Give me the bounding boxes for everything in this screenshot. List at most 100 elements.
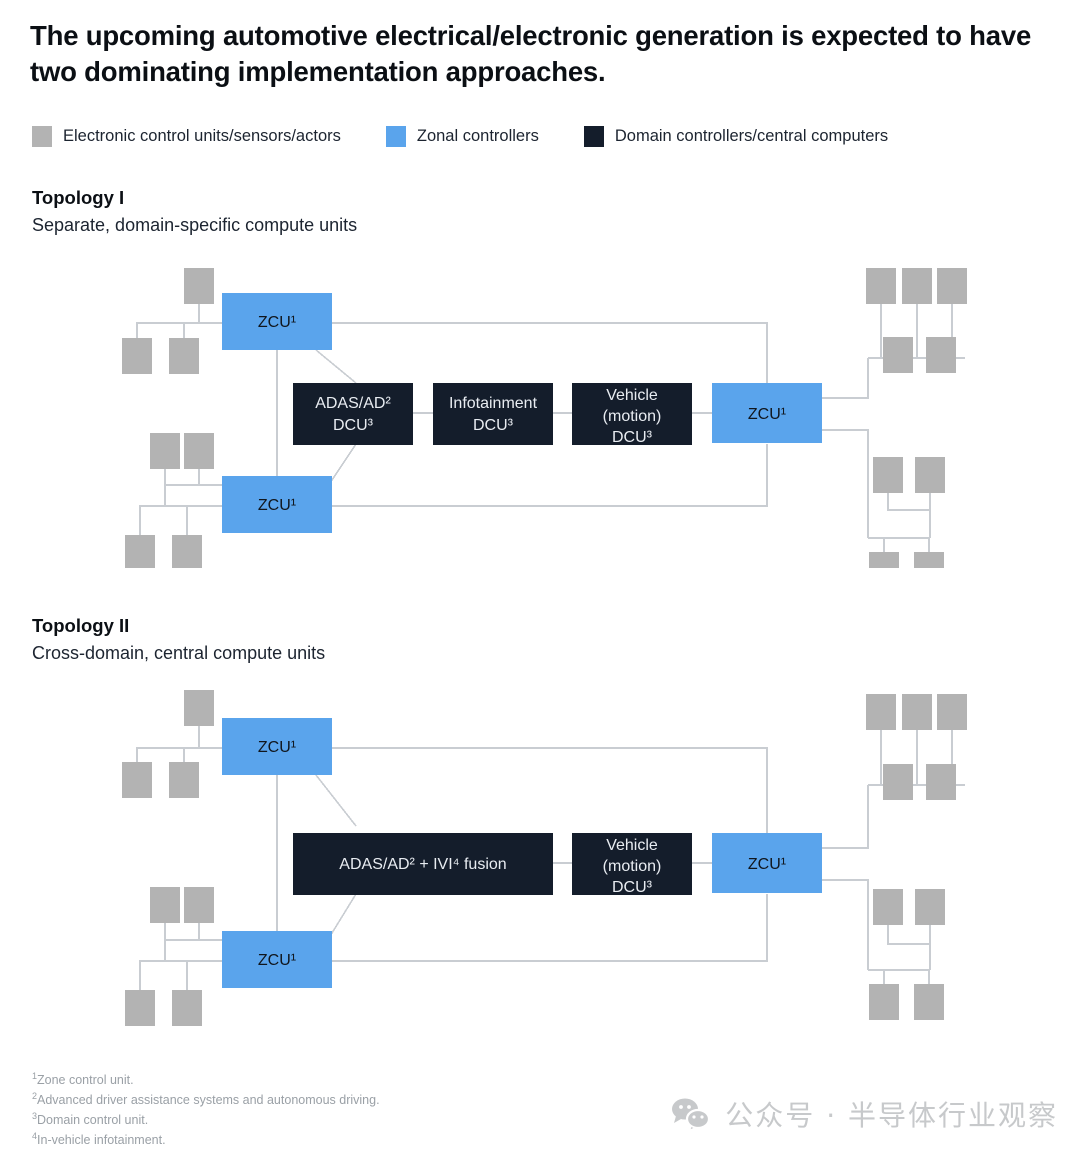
domain-box-adas-line2: DCU³	[333, 417, 374, 434]
ecu-box	[866, 268, 896, 304]
ecu-box	[150, 887, 180, 923]
topology1-title: Topology I	[32, 187, 125, 208]
square-swatch-gray-icon	[32, 126, 52, 147]
ecu-box	[122, 762, 152, 798]
legend-item-ecu: Electronic control units/sensors/actors	[32, 126, 341, 147]
watermark: 公众号 · 半导体行业观察	[671, 1094, 1058, 1134]
page-title: The upcoming automotive electrical/elect…	[30, 20, 1032, 87]
domain-box-vehicle-line2: (motion)	[603, 408, 662, 425]
domain-box-adas-ivi-fusion[interactable]	[293, 833, 553, 895]
footnote-2-marker: 2	[32, 1090, 38, 1101]
legend-item-domain: Domain controllers/central computers	[583, 126, 889, 147]
topology2-title: Topology II	[32, 615, 130, 636]
zonal-box-top-left-label: ZCU¹	[258, 739, 296, 756]
footnote-3: 3Domain control unit.	[32, 1110, 380, 1130]
footnote-1-marker: 1	[32, 1071, 38, 1081]
legend-label-ecu: Electronic control units/sensors/actors	[63, 127, 341, 146]
domain-box-infotainment[interactable]	[433, 383, 553, 445]
footnote-1-text: Zone control unit.	[37, 1073, 134, 1088]
ecu-box	[184, 268, 214, 304]
zonal-box-bottom-left[interactable]	[222, 476, 332, 533]
topology2-ecu-boxes	[122, 690, 967, 1026]
footnote-4-marker: 4	[32, 1130, 38, 1141]
ecu-box	[869, 552, 899, 568]
footnotes: 1Zone control unit. 2Advanced driver ass…	[32, 1070, 380, 1150]
ecu-box	[184, 887, 214, 923]
ecu-box	[902, 268, 932, 304]
footnote-2: 2Advanced driver assistance systems and …	[32, 1090, 380, 1110]
legend-label-domain: Domain controllers/central computers	[614, 127, 889, 146]
ecu-box	[169, 338, 199, 374]
zonal-box-right[interactable]	[712, 833, 822, 893]
domain-box-infotainment-line2: DCU³	[473, 417, 514, 434]
topology2-heading: Topology II Cross-domain, central comput…	[32, 614, 325, 666]
domain-box-vehicle-line3: DCU³	[612, 429, 653, 446]
ecu-box	[172, 990, 202, 1026]
domain-box-vehicle-line2: (motion)	[603, 858, 662, 875]
ecu-box	[125, 535, 155, 568]
domain-box-adas[interactable]	[293, 383, 413, 445]
topology2-diagram: ADAS/AD² + IVI⁴ fusion Vehicle (motion) …	[122, 690, 967, 1026]
topology2-domain-boxes: ADAS/AD² + IVI⁴ fusion Vehicle (motion) …	[293, 833, 692, 896]
zonal-box-top-left[interactable]	[222, 718, 332, 775]
ecu-box	[150, 433, 180, 469]
domain-box-vehicle-line1: Vehicle	[606, 387, 658, 404]
topology1-subtitle: Separate, domain-specific compute units	[32, 214, 358, 235]
ecu-box	[172, 535, 202, 568]
zonal-box-bottom-left-label: ZCU¹	[258, 952, 296, 969]
ecu-box	[869, 984, 899, 1020]
topology2-subtitle: Cross-domain, central compute units	[32, 642, 326, 663]
ecu-box	[873, 457, 903, 493]
zonal-box-bottom-left-label: ZCU¹	[258, 497, 296, 514]
topology1-diagram: ADAS/AD² DCU³ Infotainment DCU³ Vehicle …	[122, 268, 967, 568]
ecu-box	[926, 337, 956, 373]
legend: Electronic control units/sensors/actors …	[32, 126, 888, 147]
ecu-box	[125, 990, 155, 1026]
ecu-box	[914, 552, 944, 568]
ecu-box	[937, 694, 967, 730]
footnote-2-text: Advanced driver assistance systems and a…	[37, 1093, 380, 1108]
domain-box-infotainment-line1: Infotainment	[449, 395, 538, 412]
square-swatch-blue-icon	[385, 126, 406, 147]
topology1-heading: Topology I Separate, domain-specific com…	[32, 186, 357, 238]
zonal-box-top-left-label: ZCU¹	[258, 314, 296, 331]
footnote-4-text: In-vehicle infotainment.	[37, 1132, 166, 1147]
ecu-box	[883, 337, 913, 373]
ecu-box	[184, 433, 214, 469]
domain-box-vehicle-line1: Vehicle	[606, 837, 658, 854]
zonal-box-top-left[interactable]	[222, 293, 332, 350]
legend-item-zonal: Zonal controllers	[385, 126, 539, 147]
footnote-4: 4In-vehicle infotainment.	[32, 1130, 380, 1150]
domain-box-vehicle-motion[interactable]	[572, 833, 692, 895]
footnote-3-marker: 3	[32, 1110, 38, 1121]
ecu-box	[169, 762, 199, 798]
ecu-box	[184, 690, 214, 726]
zonal-box-right[interactable]	[712, 383, 822, 443]
wechat-icon	[672, 1098, 711, 1131]
ecu-box	[914, 984, 944, 1020]
domain-box-adas-ivi-label: ADAS/AD² + IVI⁴ fusion	[339, 856, 506, 873]
topology1-ecu-boxes	[122, 268, 967, 568]
topology2-zonal-boxes: ZCU¹ ZCU¹ ZCU¹	[222, 718, 822, 988]
ecu-box	[883, 764, 913, 800]
zonal-box-right-label: ZCU¹	[748, 856, 786, 873]
domain-box-vehicle-line3: DCU³	[612, 879, 653, 896]
ecu-box	[866, 694, 896, 730]
ecu-box	[915, 457, 945, 493]
ecu-box	[926, 764, 956, 800]
watermark-text: 公众号 · 半导体行业观察	[725, 1099, 1058, 1132]
topology1-zonal-boxes: ZCU¹ ZCU¹ ZCU¹	[222, 293, 822, 533]
footnote-1: 1Zone control unit.	[32, 1070, 380, 1090]
ecu-box	[915, 889, 945, 925]
legend-label-zonal: Zonal controllers	[416, 127, 539, 146]
zonal-box-bottom-left[interactable]	[222, 931, 332, 988]
domain-box-vehicle-motion[interactable]	[572, 383, 692, 445]
zonal-box-right-label: ZCU¹	[748, 406, 786, 423]
ecu-box	[873, 889, 903, 925]
ecu-box	[902, 694, 932, 730]
ecu-box	[937, 268, 967, 304]
footnote-3-text: Domain control unit.	[37, 1112, 149, 1127]
square-swatch-dark-icon	[583, 126, 604, 147]
topology1-domain-boxes: ADAS/AD² DCU³ Infotainment DCU³ Vehicle …	[293, 383, 692, 446]
